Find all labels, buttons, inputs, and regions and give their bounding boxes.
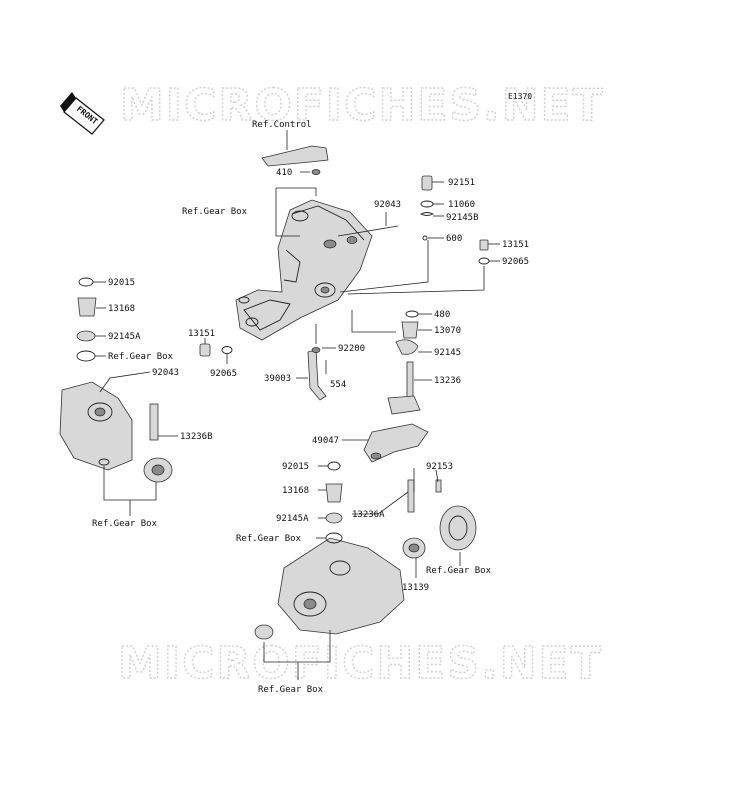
label-92043-top: 92043 <box>374 200 401 210</box>
label-ref-gear-box-right: Ref.Gear Box <box>426 566 492 576</box>
label-92065-left: 92065 <box>210 369 237 379</box>
label-92145a-mid: 92145A <box>276 514 309 524</box>
label-13168-left: 13168 <box>108 304 135 314</box>
part-labels: Ref.Control 410 Ref.Gear Box 92043 92151… <box>92 120 529 695</box>
label-13236: 13236 <box>434 376 461 386</box>
label-92145a-left: 92145A <box>108 332 141 342</box>
label-410: 410 <box>276 168 292 178</box>
control-bracket-illustration <box>261 145 329 175</box>
gear-box-bottom-illustration <box>254 461 477 640</box>
watermark-bottom: MICROFICHES.NET <box>118 638 603 689</box>
label-92015-left: 92015 <box>108 278 135 288</box>
leader-lines <box>93 130 500 680</box>
label-ref-gear-box-mid: Ref.Gear Box <box>236 534 302 544</box>
label-480: 480 <box>434 310 450 320</box>
label-554: 554 <box>330 380 346 390</box>
label-92065-right: 92065 <box>502 257 529 267</box>
label-92200: 92200 <box>338 344 365 354</box>
gear-box-left-illustration <box>59 277 173 483</box>
label-92145: 92145 <box>434 348 461 358</box>
label-11060: 11060 <box>448 200 475 210</box>
label-13151-right: 13151 <box>502 240 529 250</box>
label-13236a: 13236A <box>352 510 385 520</box>
label-ref-gear-box-bottom: Ref.Gear Box <box>258 685 324 695</box>
label-49047: 49047 <box>312 436 339 446</box>
label-13168-mid: 13168 <box>282 486 309 496</box>
label-92015-mid: 92015 <box>282 462 309 472</box>
front-arrow-icon: FRONT <box>60 92 105 135</box>
label-13070: 13070 <box>434 326 461 336</box>
label-ref-gear-box-left-small: Ref.Gear Box <box>108 352 174 362</box>
label-ref-gear-box-left-bottom: Ref.Gear Box <box>92 519 158 529</box>
label-13151-left: 13151 <box>188 329 215 339</box>
lever-pin-illustration <box>307 347 327 401</box>
label-13139: 13139 <box>402 583 429 593</box>
label-92043-left: 92043 <box>152 368 179 378</box>
label-600: 600 <box>446 234 462 244</box>
watermark-top: MICROFICHES.NET <box>120 80 605 131</box>
right-parts-stack <box>387 175 490 415</box>
label-ref-control: Ref.Control <box>252 120 312 130</box>
label-92151: 92151 <box>448 178 475 188</box>
shift-fork-illustration <box>363 423 429 463</box>
label-92153: 92153 <box>426 462 453 472</box>
label-39003: 39003 <box>264 374 291 384</box>
label-92145b: 92145B <box>446 213 479 223</box>
diagram-code: E1370 <box>508 92 532 101</box>
gear-box-top-illustration <box>235 199 399 341</box>
label-13236b: 13236B <box>180 432 213 442</box>
label-ref-gear-box-top: Ref.Gear Box <box>182 207 248 217</box>
